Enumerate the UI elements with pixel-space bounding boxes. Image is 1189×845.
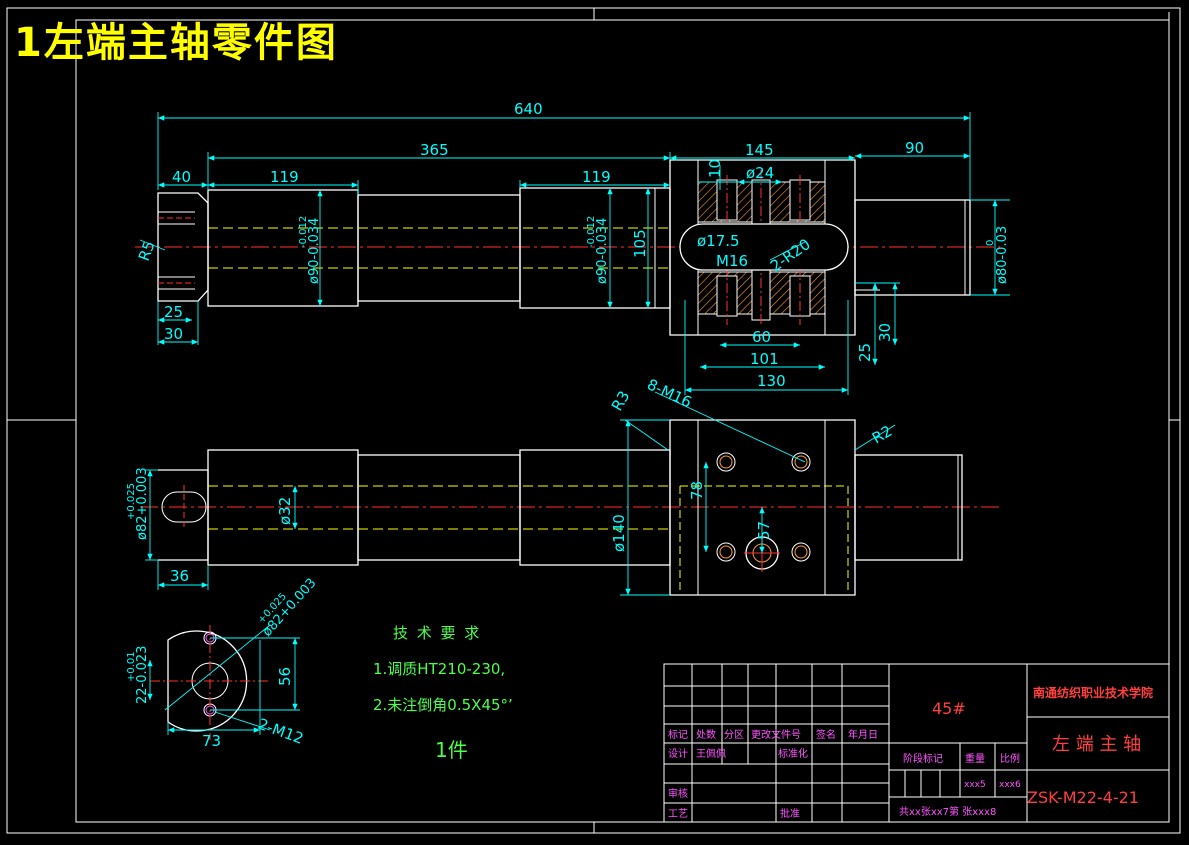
right-end [854, 454, 963, 561]
dim-57: 57 [755, 521, 773, 540]
dim-22: 22-0.023 [135, 646, 150, 704]
sheets-info: 共xx张xx7第 张xxx8 [899, 805, 996, 818]
corner-mark [1155, 12, 1170, 21]
drawing-number: ZSK-M22-4-21 [1027, 788, 1139, 807]
dimension-labels: 640 365 145 90 40 119 119 10 ø24 ø17.5 M… [126, 100, 1010, 750]
dim-phi17-5: ø17.5 [697, 232, 740, 250]
tech-line-1: 1.调质HT210-230, [373, 660, 506, 678]
bolt-hole-thread [719, 455, 733, 469]
dim-90: 90 [905, 139, 924, 157]
dim-m16: M16 [716, 252, 748, 270]
dim-25-a: 25 [164, 303, 183, 321]
dim-119-a: 119 [270, 168, 299, 186]
header-doc: 更改文件号 [751, 728, 801, 741]
dim-40: 40 [172, 168, 191, 186]
material: 45# [932, 699, 966, 718]
dim-phi32: ø32 [276, 497, 294, 525]
dim-10: 10 [706, 159, 724, 178]
bolt-hole-thread [719, 545, 733, 559]
dim-60: 60 [752, 328, 771, 346]
quantity-note: 1件 [435, 738, 468, 762]
part-name: 左 端 主 轴 [1052, 734, 1141, 755]
dim-30-b: 30 [876, 323, 894, 342]
stage-label: 阶段标记 [903, 752, 943, 765]
bolt-hole [791, 542, 811, 562]
dim-r2: R2 [869, 422, 895, 448]
weight-label: 重量 [965, 752, 985, 765]
flange-step [654, 187, 670, 309]
weight-value: xxx5 [964, 780, 986, 790]
dim-phi90-b: ø90-0.034 [595, 218, 610, 284]
bolt-hole [716, 452, 736, 472]
dim-phi80: ø80-0.03 [995, 226, 1010, 284]
dim-640: 640 [514, 100, 543, 118]
dim-2-m12: 2-M12 [256, 715, 306, 748]
dim-phi82-tol: +0.025 [126, 483, 137, 520]
process-label: 工艺 [668, 808, 688, 820]
tech-heading: 技 术 要 求 [393, 624, 482, 642]
title-block-grid [663, 663, 1170, 823]
title-block-text: 45# 南通纺织职业技术学院 左 端 主 轴 ZSK-M22-4-21 标记 处… [668, 685, 1153, 820]
dim-130: 130 [757, 372, 786, 390]
shaft-right-end [854, 199, 971, 296]
front-view [135, 159, 1000, 336]
bolt-hole-thread [794, 545, 808, 559]
dim-phi140: ø140 [610, 514, 628, 552]
dim-36: 36 [170, 567, 189, 585]
header-sign: 签名 [816, 728, 836, 741]
dim-56: 56 [276, 667, 294, 686]
end-segment [158, 469, 209, 561]
inner-frame [75, 19, 1170, 823]
front-dimensions [139, 112, 1010, 395]
bolt-hole [716, 542, 736, 562]
standard-label: 标准化 [778, 747, 808, 760]
dim-phi90-b-tol: -0.012 [586, 216, 597, 248]
page-title: 1左端主轴零件图 [14, 20, 338, 66]
end-dimensions [147, 624, 300, 735]
approve-label: 批准 [780, 807, 800, 820]
dim-73: 73 [202, 732, 221, 750]
scale-value: xxx6 [999, 780, 1021, 790]
review-label: 审核 [668, 787, 688, 800]
dim-phi90-a-tol: -0.012 [298, 216, 309, 248]
dim-145: 145 [745, 141, 774, 159]
dim-8-m16: 8-M16 [644, 375, 694, 411]
header-zone: 分区 [724, 729, 744, 741]
dim-101: 101 [750, 350, 779, 368]
header-date: 年月日 [848, 728, 878, 741]
header-mark: 标记 [668, 729, 688, 741]
top-view [140, 419, 1000, 596]
dim-phi80-tol: 0 [985, 240, 996, 246]
design-label: 设计 [668, 747, 688, 760]
tech-line-2: 2.未注倒角0.5X45°’ [373, 696, 513, 714]
top-dimensions [145, 391, 896, 596]
dim-25-b: 25 [856, 343, 874, 362]
dim-phi90-a: ø90-0.034 [307, 218, 322, 284]
designer: 王佩佩 [696, 747, 726, 760]
dim-365: 365 [420, 141, 449, 159]
slot [679, 223, 849, 271]
dim-78: 78 [688, 481, 706, 500]
dim-119-b: 119 [582, 168, 611, 186]
dim-r5: R5 [135, 238, 159, 263]
shaft-journal-1 [207, 189, 359, 307]
bolt-hole [791, 452, 811, 472]
dim-phi82: ø82+0.003 [135, 467, 150, 540]
shaft-body [357, 194, 521, 302]
dim-phi24: ø24 [746, 164, 774, 182]
dim-105: 105 [631, 229, 649, 258]
scale-label: 比例 [1000, 752, 1020, 765]
header-count: 处数 [696, 728, 716, 741]
dim-30-a: 30 [164, 325, 183, 343]
outer-frame [6, 7, 1181, 834]
dim-r3: R3 [608, 388, 634, 414]
dim-22-tol: +0.01 [126, 651, 137, 682]
bolt-hole-thread [794, 455, 808, 469]
school-name: 南通纺织职业技术学院 [1033, 685, 1153, 700]
